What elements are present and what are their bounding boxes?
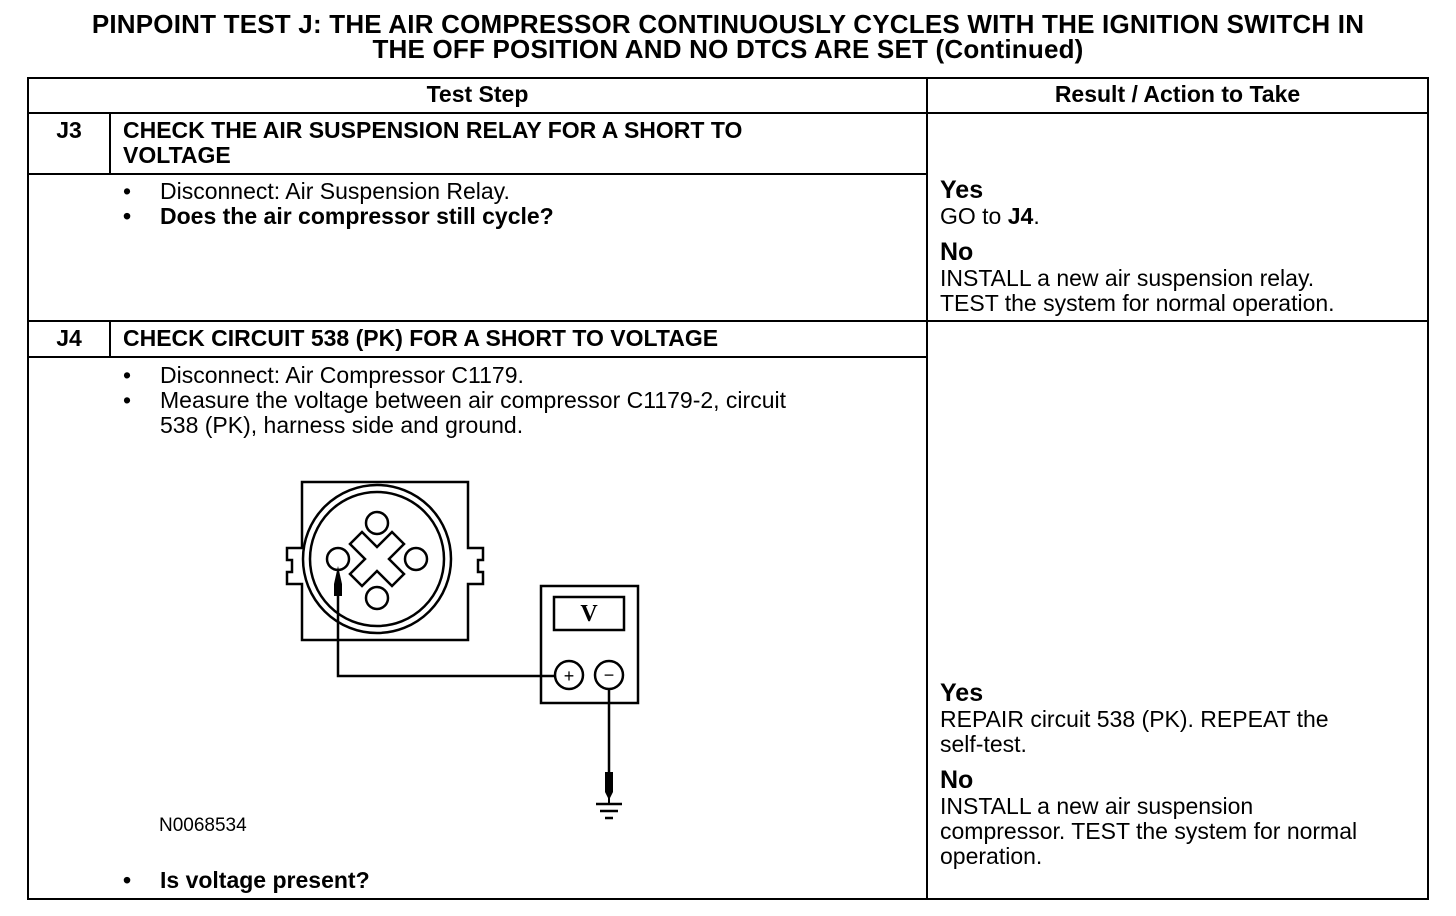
table-border-right [1427,77,1429,900]
j4-yes-line-1: REPAIR circuit 538 (PK). REPEAT the [940,706,1329,732]
voltmeter-body [539,584,640,705]
positive-test-lead [336,592,555,678]
connector-voltmeter-diagram: V + − [285,480,640,820]
j3-yes-target: J4 [1007,203,1034,229]
j3-no-label: No [940,238,974,266]
j4-yes-label: Yes [940,679,984,707]
positive-probe-tip [334,566,342,596]
j4-step-2: Measure the voltage between air compress… [123,388,786,438]
title-line-1: PINPOINT TEST J: THE AIR COMPRESSOR CONT… [91,9,1365,39]
title-line-2: THE OFF POSITION AND NO DTCS ARE SET (Co… [372,34,1084,64]
j4-step-2-line-1: Measure the voltage between air compress… [160,387,786,413]
connector-key-icon [348,530,406,588]
j4-no-line-1: INSTALL a new air suspension [940,793,1254,819]
j4-result: Yes REPAIR circuit 538 (PK). REPEAT the … [940,680,1357,869]
pin-cavity-bottom [364,585,390,611]
plus-symbol: + [564,666,575,686]
connector-outer-ring [301,483,453,635]
j3-heading-line-1: CHECK THE AIR SUSPENSION RELAY FOR A SHO… [123,117,743,143]
table-border-left [27,77,29,900]
j4-step-1: Disconnect: Air Compressor C1179. [123,363,786,389]
j3-yes-label: Yes [940,176,984,204]
j3-result: Yes GO to J4. No INSTALL a new air suspe… [940,177,1335,316]
row-divider-j3-j4 [27,320,1429,322]
table-border-bottom [27,898,1429,900]
figure-id: N0068534 [159,815,247,836]
j3-no-line-2: TEST the system for normal operation. [940,290,1335,316]
connector-body [285,480,485,642]
j4-step-3: Is voltage present? [123,868,370,894]
j3-no-line-1: INSTALL a new air suspension relay. [940,265,1315,291]
j3-step-list: Disconnect: Air Suspension Relay. Does t… [123,179,554,230]
header-result: Result / Action to Take [1054,81,1301,107]
j3-step-2: Does the air compressor still cycle? [123,204,554,230]
pin-cavity-right [403,546,429,572]
header-test-step: Test Step [426,81,529,107]
j4-no-line-2: compressor. TEST the system for normal [940,818,1358,844]
j4-final-step: Is voltage present? [123,868,370,894]
j4-id-divider [109,320,111,357]
j4-no-label: No [940,766,974,794]
j3-step-1: Disconnect: Air Suspension Relay. [123,179,554,205]
j3-heading: CHECK THE AIR SUSPENSION RELAY FOR A SHO… [123,118,742,168]
j3-yes-period: . [1033,203,1040,229]
j3-yes-text: GO to [940,203,1002,229]
j3-step-id: J3 [56,117,82,143]
ground-probe-tip [605,772,613,800]
header-divider [27,112,1429,114]
j3-id-divider [109,112,111,174]
table-border-top [27,77,1429,79]
voltmeter-symbol: V [580,601,598,627]
minus-symbol: − [604,665,615,685]
j4-step-2-line-2: 538 (PK), harness side and ground. [160,412,524,438]
pinpoint-test-table: Test Step Result / Action to Take J3 CHE… [27,77,1429,900]
column-divider [926,77,928,900]
j4-yes-line-2: self-test. [940,731,1027,757]
connector-inner-ring [308,490,446,628]
j3-yes-action: GO to J4. [940,204,1335,229]
j4-heading-divider [27,356,927,358]
voltmeter-display [552,595,626,632]
pin-cavity-top [364,510,390,536]
j4-no-line-3: operation. [940,843,1043,869]
j3-heading-divider [27,173,927,175]
page-title: PINPOINT TEST J: THE AIR COMPRESSOR CONT… [0,9,1456,64]
j4-step-id: J4 [56,325,82,351]
j4-heading: CHECK CIRCUIT 538 (PK) FOR A SHORT TO VO… [123,325,719,351]
j3-heading-line-2: VOLTAGE [123,142,231,168]
j4-step-list: Disconnect: Air Compressor C1179. Measur… [123,363,786,438]
